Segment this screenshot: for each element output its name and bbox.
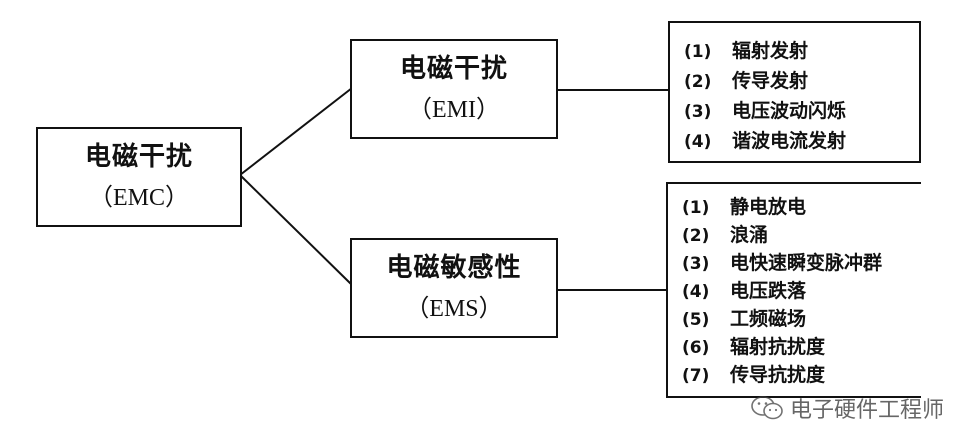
ems-item-list: (1)静电放电 (2)浪涌 (3)电快速瞬变脉冲群 (4)电压跌落 (5)工频磁… (666, 182, 921, 398)
emi-title: 电磁干扰 (399, 54, 508, 84)
ems-abbr: （EMS） (405, 295, 503, 322)
list-item: (2)浪涌 (682, 224, 769, 246)
list-item: (4)谐波电流发射 (684, 130, 847, 152)
watermark-text: 电子硬件工程师 (789, 398, 944, 423)
list-item: (1)辐射发射 (684, 40, 809, 62)
list-item: (7)传导抗扰度 (682, 364, 826, 386)
emc-root-box: 电磁干扰 （EMC） (36, 127, 242, 227)
list-item: (3)电压波动闪烁 (684, 100, 847, 122)
emc-title: 电磁干扰 (84, 142, 193, 172)
ems-box: 电磁敏感性 （EMS） (350, 238, 558, 338)
emc-abbr: （EMC） (88, 184, 189, 211)
list-item: (6)辐射抗扰度 (682, 336, 826, 358)
list-item: (1)静电放电 (682, 196, 807, 218)
connector-emc-to-emi (239, 87, 353, 176)
list-item: (2)传导发射 (684, 70, 809, 92)
wechat-icon (751, 396, 783, 420)
list-item: (5)工频磁场 (682, 308, 807, 330)
ems-title: 电磁敏感性 (386, 253, 522, 283)
watermark: 电子硬件工程师 (750, 392, 944, 424)
list-item: (3)电快速瞬变脉冲群 (682, 252, 883, 274)
list-item: (4)电压跌落 (682, 280, 807, 302)
connector-emc-to-ems (239, 174, 353, 286)
emi-abbr: （EMI） (408, 96, 500, 123)
emi-item-list: (1)辐射发射 (2)传导发射 (3)电压波动闪烁 (4)谐波电流发射 (668, 21, 921, 163)
emi-box: 电磁干扰 （EMI） (350, 39, 558, 139)
